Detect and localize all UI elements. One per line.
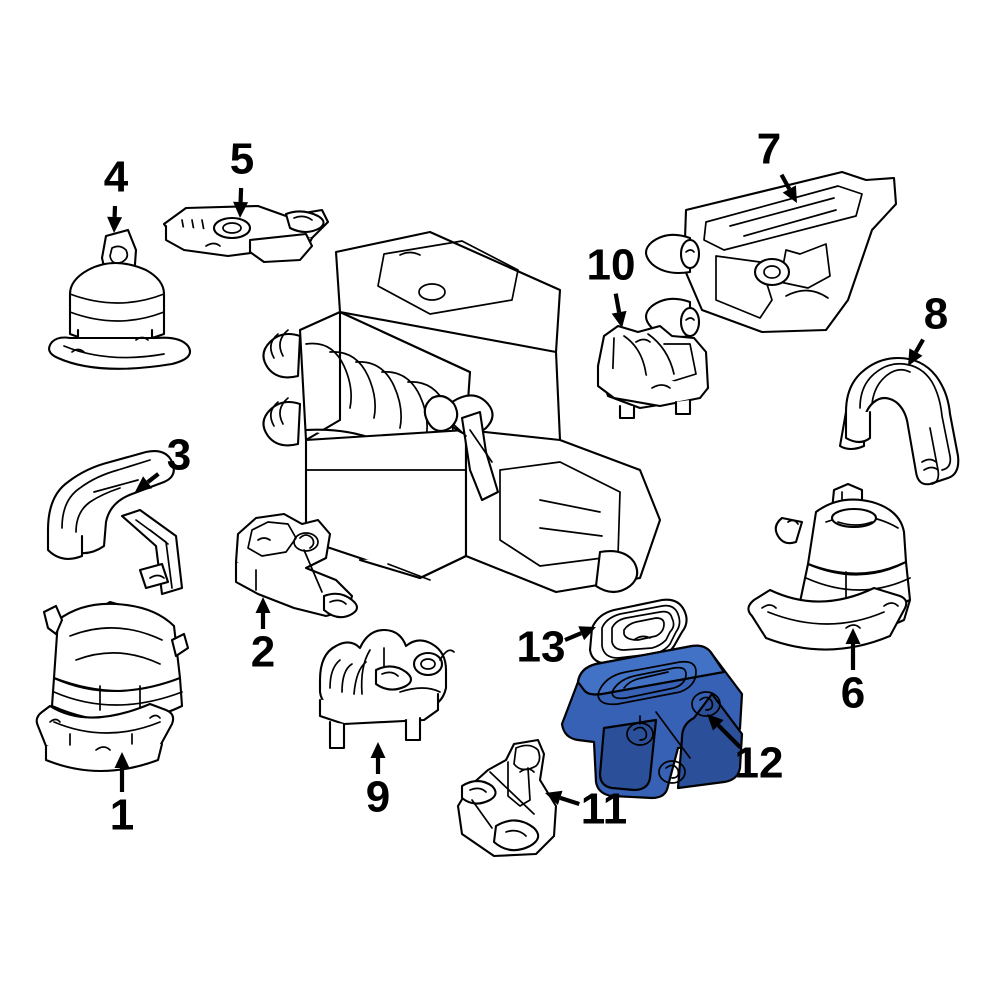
leader-line-11 bbox=[559, 795, 580, 807]
arrowhead-3 bbox=[135, 476, 153, 492]
callout-number-2: 2 bbox=[251, 628, 275, 677]
callout-number-9: 9 bbox=[366, 773, 390, 822]
part-5-upper-mount-bracket bbox=[162, 204, 330, 264]
callout-number-11: 11 bbox=[581, 785, 628, 834]
leader-line-13 bbox=[564, 631, 583, 642]
callout-number-10: 10 bbox=[587, 241, 636, 290]
callout-5: 5 bbox=[230, 135, 254, 218]
callout-number-1: 1 bbox=[110, 791, 134, 840]
arrowhead-7 bbox=[782, 185, 797, 203]
callout-4: 4 bbox=[104, 153, 129, 233]
callout-number-3: 3 bbox=[167, 431, 191, 480]
part-12-transmission-mount-bracket-highlighted bbox=[560, 644, 744, 800]
callout-10: 10 bbox=[587, 241, 636, 328]
leader-line-8 bbox=[914, 338, 925, 354]
leader-line-3 bbox=[146, 472, 160, 484]
part-9-rear-transmission-mount bbox=[318, 628, 455, 750]
callout-number-6: 6 bbox=[841, 669, 865, 718]
leader-line-7 bbox=[779, 173, 792, 191]
callout-2: 2 bbox=[251, 597, 275, 677]
callout-number-4: 4 bbox=[104, 153, 129, 202]
callout-number-8: 8 bbox=[924, 290, 948, 339]
arrowhead-2 bbox=[255, 597, 271, 613]
arrowhead-13 bbox=[578, 626, 596, 641]
arrowhead-1 bbox=[114, 752, 130, 768]
part-8-mount-stopper-plate bbox=[838, 356, 960, 486]
callout-11: 11 bbox=[545, 785, 627, 834]
part-6-side-engine-mount bbox=[747, 482, 912, 651]
arrowhead-12 bbox=[707, 714, 724, 731]
part-11-lower-torque-rod-bracket bbox=[456, 738, 558, 858]
leader-line-12 bbox=[716, 723, 743, 750]
engine-and-transaxle-assembly bbox=[262, 230, 662, 594]
part-3-rear-mount-stopper-bracket bbox=[46, 450, 184, 596]
arrowhead-10 bbox=[611, 310, 627, 328]
callout-9: 9 bbox=[366, 742, 390, 822]
part-10-torque-rod-bracket bbox=[596, 324, 710, 420]
callout-number-5: 5 bbox=[230, 135, 254, 184]
callout-12: 12 bbox=[707, 714, 783, 788]
callout-8: 8 bbox=[908, 290, 948, 366]
part-7-side-mount-bracket bbox=[644, 170, 898, 339]
arrowhead-11 bbox=[545, 790, 563, 805]
arrowhead-9 bbox=[370, 742, 386, 758]
callout-number-12: 12 bbox=[735, 739, 784, 788]
callout-3: 3 bbox=[135, 431, 191, 492]
callout-6: 6 bbox=[841, 628, 865, 718]
callout-13: 13 bbox=[517, 623, 596, 672]
callout-number-7: 7 bbox=[757, 125, 781, 174]
arrowhead-5 bbox=[233, 201, 249, 218]
callout-7: 7 bbox=[757, 125, 797, 203]
leader-line-5 bbox=[238, 187, 244, 203]
arrowhead-6 bbox=[845, 628, 861, 644]
leader-line-10 bbox=[613, 293, 622, 313]
part-2-transmission-mount-bracket bbox=[234, 512, 359, 619]
arrowhead-4 bbox=[107, 216, 123, 233]
part-1-front-engine-mount bbox=[35, 600, 190, 772]
arrowhead-8 bbox=[908, 348, 923, 366]
part-4-upper-engine-mount bbox=[48, 228, 192, 370]
callout-1: 1 bbox=[110, 752, 134, 840]
callout-number-13: 13 bbox=[517, 623, 566, 672]
